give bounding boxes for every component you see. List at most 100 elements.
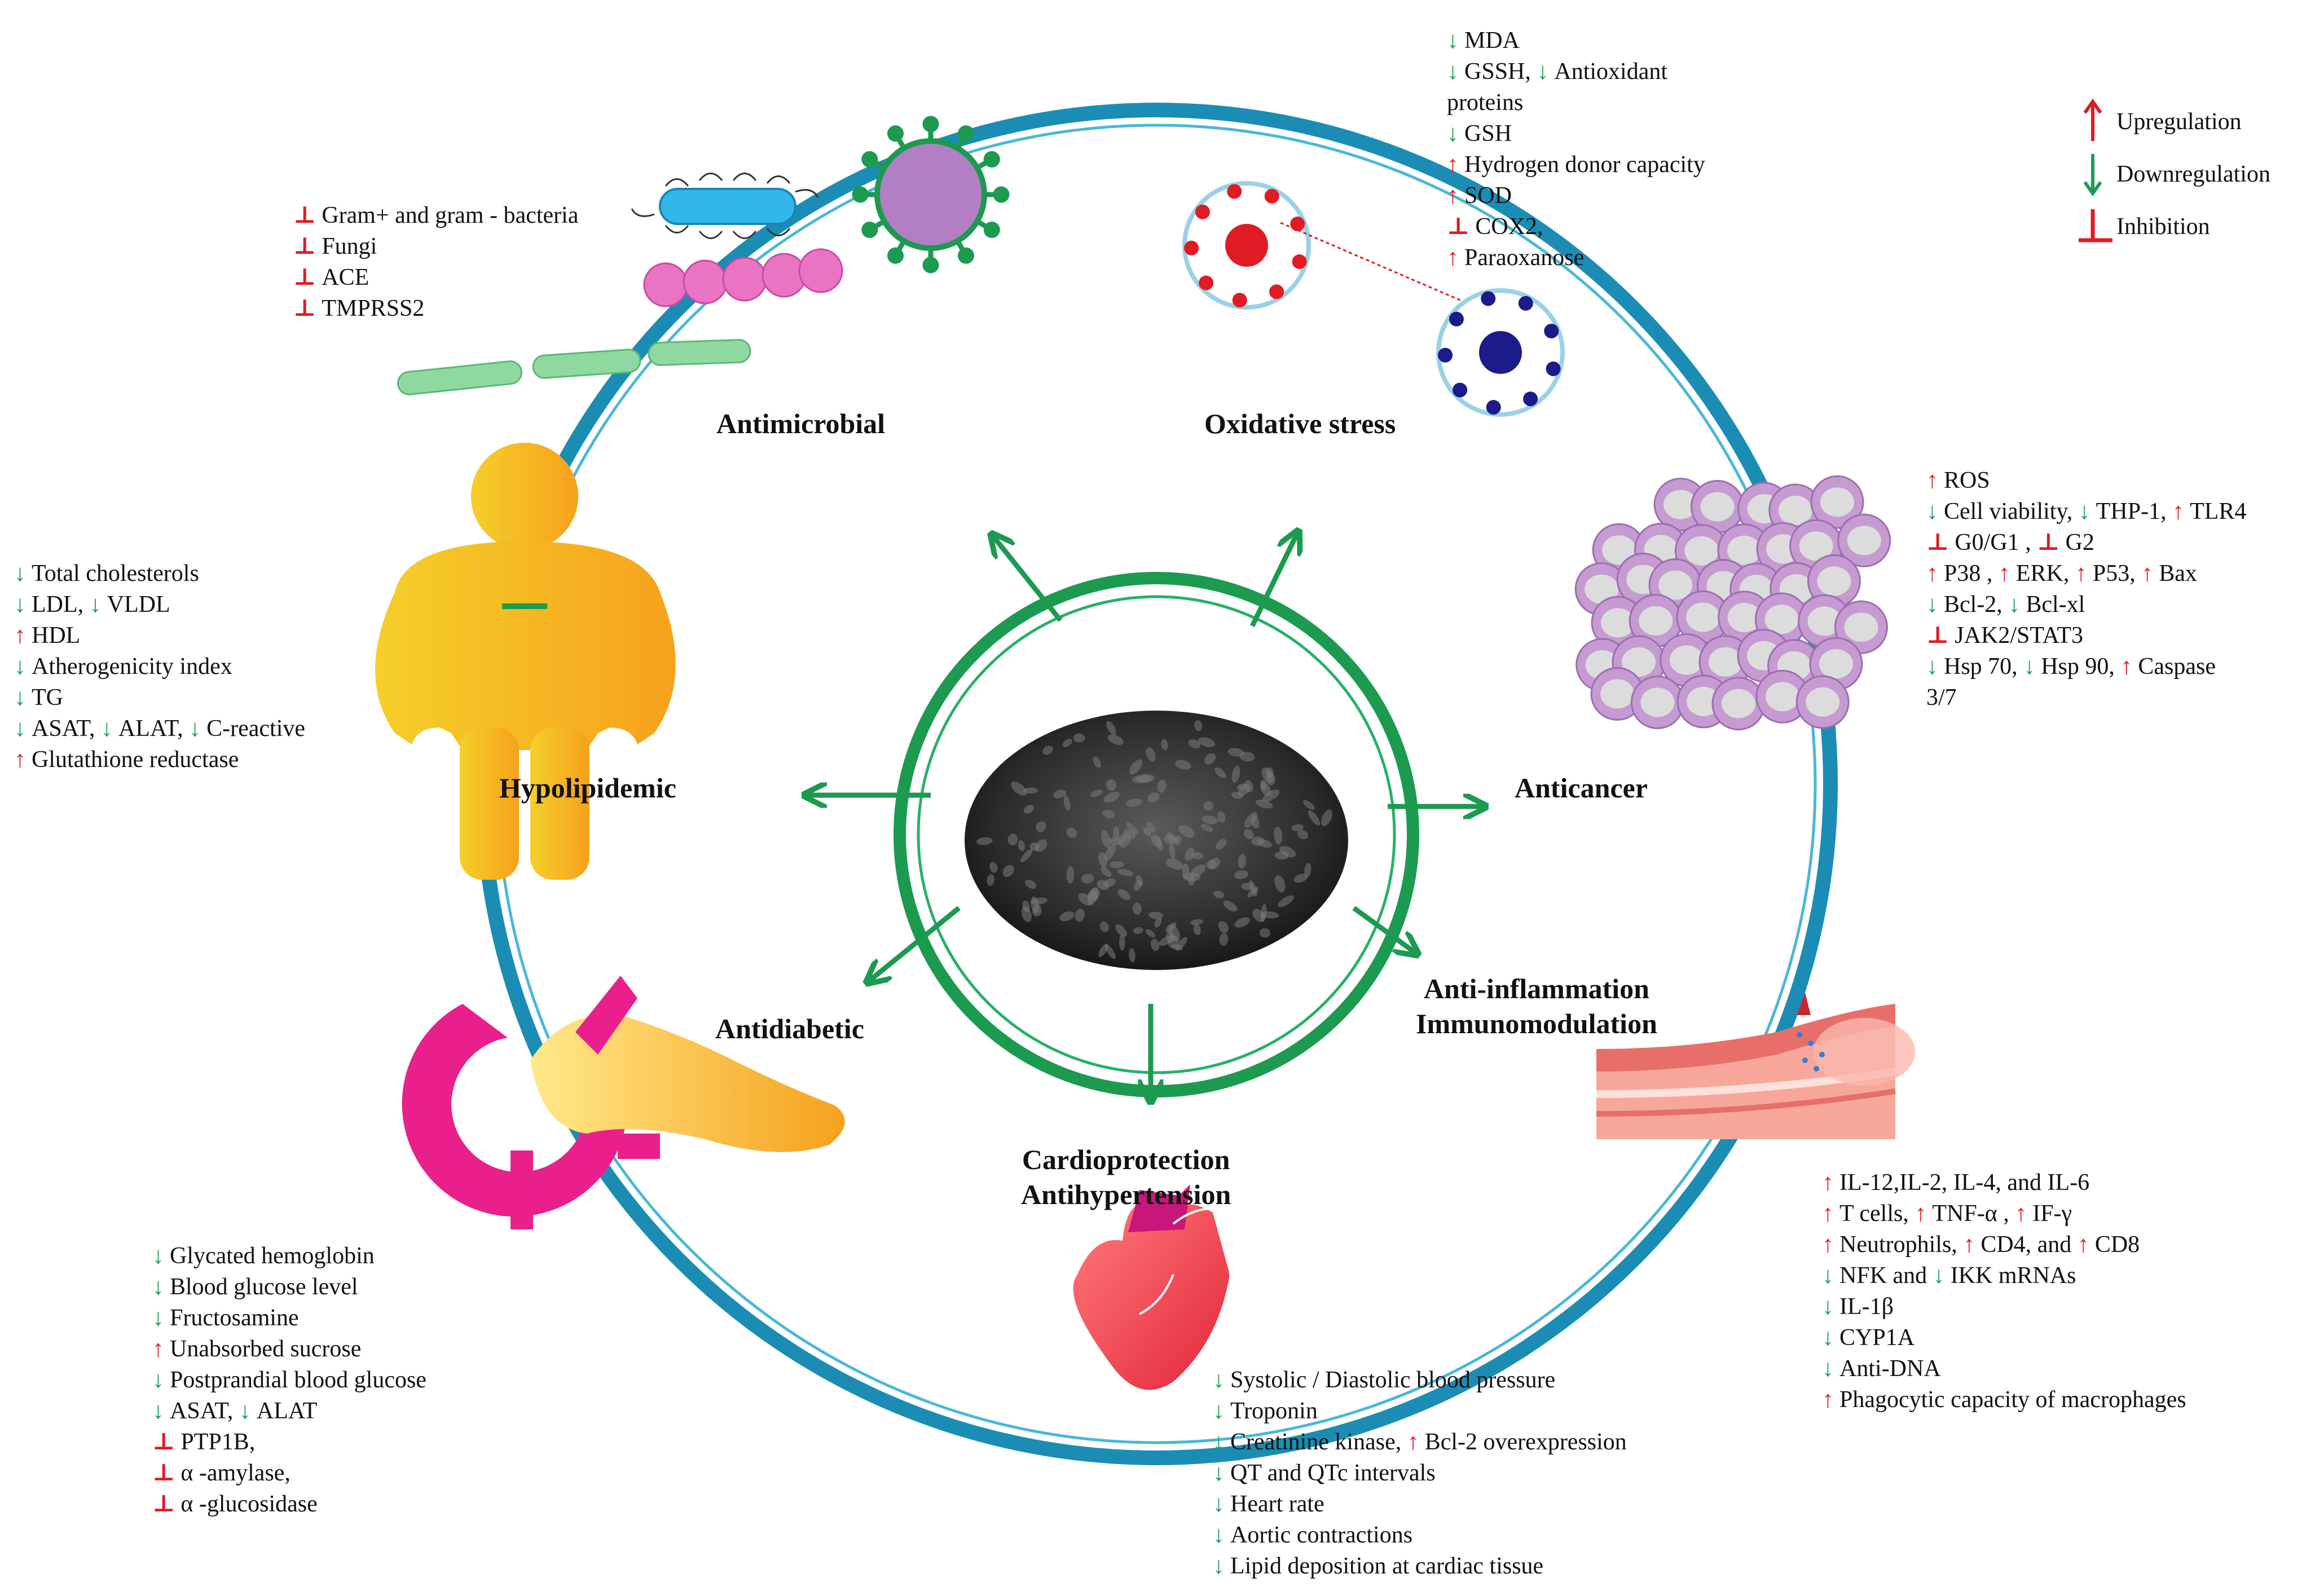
inhibition-icon: ⊥ xyxy=(293,296,316,321)
down-arrow-icon: ↓ xyxy=(1213,1367,1225,1393)
anticancer-effect-item: ⊥JAK2/STAT3 xyxy=(1926,620,2246,651)
hypolipidemic-effect-text: Total cholesterols xyxy=(32,561,199,587)
down-arrow-icon: ↓ xyxy=(1447,28,1459,54)
label-oxidative-stress: Oxidative stress xyxy=(1204,408,1396,439)
inhibition-icon xyxy=(2079,209,2112,243)
fungi-filament-icon xyxy=(397,339,751,395)
antidiabetic-effects-list: ↓Glycated hemoglobin↓Blood glucose level… xyxy=(152,1241,426,1520)
cancer-cells-illustration xyxy=(1574,475,1891,731)
label-cardio: Cardioprotection Antihypertension xyxy=(1021,1142,1231,1212)
oxidative-effect-item: ↓GSSH, ↓Antioxidant xyxy=(1447,56,1705,87)
anticancer-effect-text: JAK2/STAT3 xyxy=(1955,623,2083,649)
down-arrow-icon: ↓ xyxy=(14,561,26,587)
antidiabetic-effect-text: Blood glucose level xyxy=(170,1274,358,1300)
up-arrow-icon: ↑ xyxy=(1963,1232,1975,1258)
up-arrow-icon: ↑ xyxy=(14,747,26,773)
anticancer-effect-text: Bcl-xl xyxy=(2026,592,2085,618)
inflammation-effect-item: ↓CYP1A xyxy=(1822,1322,2186,1353)
antidiabetic-effect-item: ↓Glycated hemoglobin xyxy=(152,1241,426,1272)
oxidative-effect-item: ⊥COX2, xyxy=(1447,211,1705,243)
oxidative-effect-item: ↑Hydrogen donor capacity xyxy=(1447,149,1705,180)
oxidative-effect-text: Hydrogen donor capacity xyxy=(1464,152,1705,178)
antidiabetic-effect-item: ↓Postprandial blood glucose xyxy=(152,1365,426,1396)
inflammation-effect-text: IF-γ xyxy=(2032,1201,2072,1227)
pancreas-icon xyxy=(402,976,845,1229)
oxidative-effect-text: proteins xyxy=(1447,90,1524,116)
antimicrobial-effect-text: Fungi xyxy=(322,233,377,259)
inflammation-effect-text: TNF-α , xyxy=(1932,1201,2015,1227)
up-arrow-icon: ↑ xyxy=(152,1336,164,1362)
up-arrow-icon: ↑ xyxy=(2141,561,2154,587)
inflammation-effect-text: IKK mRNAs xyxy=(1950,1263,2076,1289)
microbes-illustration xyxy=(397,116,1010,395)
down-arrow-icon: ↓ xyxy=(14,685,26,711)
antidiabetic-effect-item: ⊥α -glucosidase xyxy=(152,1489,426,1520)
down-arrow-icon: ↓ xyxy=(152,1398,164,1424)
down-arrow-icon: ↓ xyxy=(1213,1491,1225,1517)
down-arrow-icon: ↓ xyxy=(1213,1460,1225,1486)
anticancer-effect-text: Cell viability, xyxy=(1944,499,2079,524)
anticancer-effect-text: P38 , xyxy=(1944,561,1999,587)
down-arrow-icon: ↓ xyxy=(89,592,102,618)
antimicrobial-effect-text: TMPRSS2 xyxy=(322,296,425,321)
down-arrow-icon: ↓ xyxy=(1926,499,1938,524)
inhibition-icon: ⊥ xyxy=(293,202,316,228)
down-arrow-icon: ↓ xyxy=(1926,654,1938,680)
antimicrobial-effect-text: ACE xyxy=(322,264,369,290)
antidiabetic-effect-item: ↑Unabsorbed sucrose xyxy=(152,1334,426,1365)
anticancer-effect-item: ↑ROS xyxy=(1926,465,2246,496)
down-arrow-icon: ↓ xyxy=(189,716,201,742)
oxidative-effect-item: ↓MDA xyxy=(1447,25,1705,56)
up-arrow-icon: ↑ xyxy=(1915,1201,1927,1227)
inflammation-effect-item: ↑IL-12,IL-2, IL-4, and IL-6 xyxy=(1822,1167,2186,1198)
inflammation-effects-list: ↑IL-12,IL-2, IL-4, and IL-6↑T cells, ↑TN… xyxy=(1822,1167,2186,1416)
cardio-effect-item: ↓Troponin xyxy=(1213,1396,1627,1427)
anticancer-effect-item: 3/7 xyxy=(1926,682,2246,713)
down-arrow-icon: ↓ xyxy=(152,1367,164,1393)
anticancer-effect-text: Caspase xyxy=(2138,654,2216,680)
arrow-antimicrobial xyxy=(993,536,1063,622)
antidiabetic-effect-item: ⊥α -amylase, xyxy=(152,1458,426,1489)
hypolipidemic-effect-item: ↓ASAT, ↓ALAT, ↓C-reactive xyxy=(14,713,305,744)
cardio-effect-text: Creatinine kinase, xyxy=(1230,1429,1407,1455)
anticancer-effect-item: ↑P38 , ↑ERK, ↑P53, ↑Bax xyxy=(1926,558,2246,589)
arrow-antiinflammation xyxy=(1352,906,1416,953)
down-arrow-icon: ↓ xyxy=(1447,121,1459,147)
hypolipidemic-effect-item: ↓TG xyxy=(14,682,305,713)
down-arrow-icon: ↓ xyxy=(1822,1356,1834,1382)
cardio-effect-text: QT and QTc intervals xyxy=(1230,1460,1436,1486)
antidiabetic-effect-text: ALAT xyxy=(256,1398,318,1424)
inflammation-effect-text: T cells, xyxy=(1839,1201,1915,1227)
hypolipidemic-effect-text: HDL xyxy=(32,623,81,649)
down-arrow-icon: ↓ xyxy=(100,716,113,742)
oxidative-effect-text: GSH xyxy=(1464,121,1512,147)
down-arrow-icon: ↓ xyxy=(14,592,26,618)
cardio-effect-item: ↓Lipid deposition at cardiac tissue xyxy=(1213,1551,1627,1582)
cardio-effect-text: Troponin xyxy=(1230,1398,1318,1424)
cardio-effect-item: ↓QT and QTc intervals xyxy=(1213,1458,1627,1489)
inhibition-icon: ⊥ xyxy=(1926,623,1949,649)
antimicrobial-effect-item: ⊥Fungi xyxy=(293,231,578,262)
inflammation-effect-text: CYP1A xyxy=(1839,1325,1915,1351)
down-arrow-icon: ↓ xyxy=(152,1274,164,1300)
anticancer-effect-item: ↓Bcl-2, ↓Bcl-xl xyxy=(1926,589,2246,620)
cardio-effect-text: Heart rate xyxy=(1230,1491,1324,1517)
down-arrow-icon xyxy=(2083,154,2102,197)
down-arrow-icon: ↓ xyxy=(2008,592,2021,618)
down-arrow-icon: ↓ xyxy=(239,1398,251,1424)
hypolipidemic-effect-item: ↑Glutathione reductase xyxy=(14,744,305,775)
up-arrow-icon: ↑ xyxy=(1407,1429,1419,1455)
cardio-effect-item: ↓Systolic / Diastolic blood pressure xyxy=(1213,1365,1627,1396)
up-arrow-icon: ↑ xyxy=(2172,499,2185,524)
legend-downregulation-label: Downregulation xyxy=(2116,161,2270,187)
cardio-effect-text: Bcl-2 overexpression xyxy=(1424,1429,1627,1455)
anticancer-effect-item: ↓Hsp 70, ↓Hsp 90, ↑Caspase xyxy=(1926,651,2246,682)
oxidative-effect-text: COX2, xyxy=(1475,214,1543,240)
center-ring-inner xyxy=(917,595,1396,1074)
up-arrow-icon: ↑ xyxy=(1447,152,1459,178)
antidiabetic-effect-text: α -glucosidase xyxy=(181,1491,318,1517)
up-arrow-icon: ↑ xyxy=(1998,561,2010,587)
arrow-oxidative xyxy=(1249,533,1297,627)
anticancer-effect-item: ⊥G0/G1 , ⊥G2 xyxy=(1926,527,2246,558)
inflammation-effect-text: IL-12,IL-2, IL-4, and IL-6 xyxy=(1839,1170,2090,1196)
